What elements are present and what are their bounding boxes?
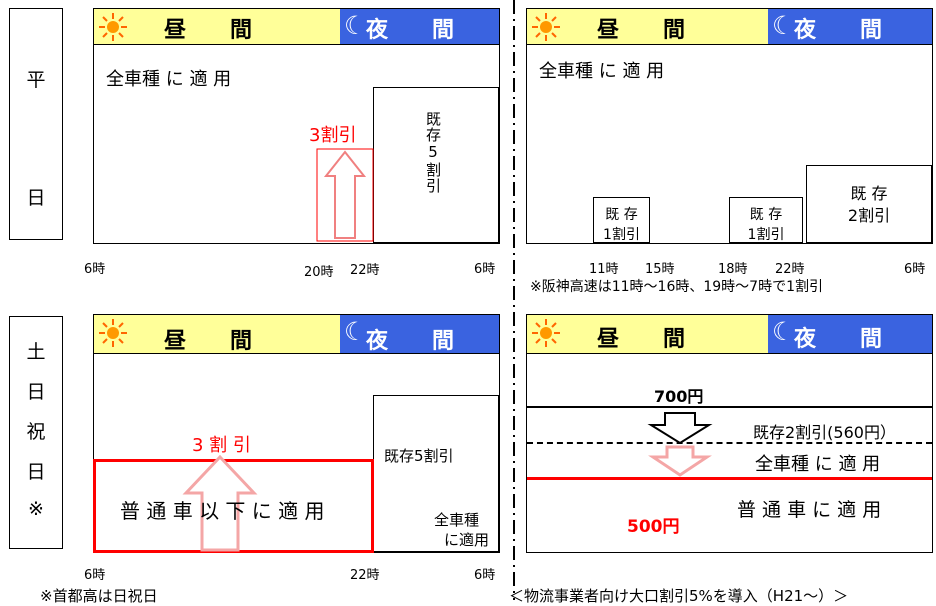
existing-discount-box <box>373 395 499 552</box>
tick-11h: 11時 <box>589 262 619 277</box>
night-label: 夜 間 <box>794 327 883 352</box>
day-header: 昼 間 <box>527 315 768 354</box>
existing-discount-box <box>373 87 499 243</box>
freight-footer-note: ＜物流事業者向け大口割引5%を導入（H21～）＞ <box>509 587 849 605</box>
box-a-line1: 既 存 <box>605 207 638 223</box>
shutoko-note: ※首都高は日祝日 <box>40 587 158 605</box>
tick-6h-start: 6時 <box>84 568 106 583</box>
weekend-char-4: 日 <box>26 461 46 483</box>
night-label: 夜 間 <box>366 18 455 43</box>
box-b-line1: 既 存 <box>749 207 783 223</box>
moon-icon: ☾ <box>344 11 367 40</box>
applies-all-line2: に適用 <box>444 531 490 549</box>
up-arrow-icon <box>316 148 374 242</box>
applies-regular: 普 通 車 に 適 用 <box>737 499 882 521</box>
box-c-line2: 2割引 <box>847 206 891 225</box>
weekend-char-5: ※ <box>28 498 44 520</box>
applies-all-vehicles: 全車種 に 適 用 <box>106 69 232 90</box>
existing-2pct-box: 既 存 2割引 <box>806 165 932 243</box>
discount-label: 3 割 引 <box>192 435 251 456</box>
tick-6h-start: 6時 <box>84 262 106 277</box>
box-a-line2: 1割引 <box>603 227 640 243</box>
existing-560-dashline <box>527 442 932 444</box>
day-label: 昼 間 <box>164 18 253 43</box>
applies-regular-and-below: 普 通 車 以 下 に 適 用 <box>120 499 325 523</box>
down-arrow-icon <box>647 412 713 445</box>
moon-icon: ☾ <box>772 11 795 40</box>
down-arrow-icon <box>648 445 712 477</box>
weekday-side-label: 平 日 <box>9 8 63 240</box>
weekend-char-1: 土 <box>26 341 46 363</box>
weekday-char-1: 平 <box>26 69 46 91</box>
sun-icon <box>532 319 560 347</box>
holiday-general-panel: 昼 間 ☾ 夜 間 既存5割引 全車種 に適用 3 割 引 普 通 車 以 下 … <box>93 314 500 553</box>
applies-all-vehicles: 全車種 に 適 用 <box>755 454 881 475</box>
weekday-freight-panel: 昼 間 ☾ 夜 間 全車種 に 適 用 既 存 1割引 既 存 1割引 既 存 … <box>526 8 933 244</box>
tick-18h: 18時 <box>718 262 748 277</box>
existing-1pct-box-a: 既 存 1割引 <box>593 197 650 243</box>
price-700: 700円 <box>654 387 704 406</box>
hanshin-note: ※阪神高速は11時～16時、19時～7時で1割引 <box>530 279 823 295</box>
existing-560-label: 既存2割引(560円） <box>753 423 896 442</box>
day-header: 昼 間 <box>94 315 340 354</box>
weekend-char-2: 日 <box>26 381 46 403</box>
applies-all-vehicles: 全車種 に 適 用 <box>539 61 665 82</box>
discount-label: 3割引 <box>309 125 357 146</box>
panel-divider <box>513 0 515 600</box>
weekend-side-label: 土 日 祝 日 ※ <box>9 316 63 549</box>
regular-500-line <box>527 477 932 480</box>
up-arrow-icon <box>182 455 258 552</box>
day-header: 昼 間 <box>527 9 768 45</box>
existing-discount-label: 既存5割引 <box>424 111 442 194</box>
night-header: ☾ 夜 間 <box>768 9 932 45</box>
night-header: ☾ 夜 間 <box>340 315 499 354</box>
day-header: 昼 間 <box>94 9 340 45</box>
price-500: 500円 <box>627 517 680 537</box>
night-label: 夜 間 <box>794 18 883 43</box>
tick-6h-end: 6時 <box>474 568 496 583</box>
night-header: ☾ 夜 間 <box>340 9 499 45</box>
day-label: 昼 間 <box>597 18 686 43</box>
night-header: ☾ 夜 間 <box>768 315 932 354</box>
box-b-line2: 1割引 <box>747 227 785 243</box>
tick-22h: 22時 <box>350 263 380 278</box>
existing-discount-band <box>527 406 932 408</box>
box-c-line1: 既 存 <box>850 184 888 203</box>
tick-15h: 15時 <box>645 262 675 277</box>
night-label: 夜 間 <box>366 329 455 354</box>
day-label: 昼 間 <box>164 329 253 354</box>
sun-icon <box>99 319 127 347</box>
sun-icon <box>532 13 560 41</box>
tick-20h: 20時 <box>304 265 334 280</box>
moon-icon: ☾ <box>344 317 367 346</box>
moon-icon: ☾ <box>772 317 795 346</box>
holiday-freight-panel: 昼 間 ☾ 夜 間 700円 既存2割引(560円） 全車種 に 適 用 500… <box>526 314 933 553</box>
sun-icon <box>99 13 127 41</box>
applies-all-line1: 全車種 <box>434 511 480 529</box>
tick-6h-end: 6時 <box>474 262 496 277</box>
weekend-char-3: 祝 <box>26 421 46 443</box>
existing-discount-label: 既存5割引 <box>384 447 454 465</box>
tick-22h: 22時 <box>775 262 805 277</box>
tick-6h-end: 6時 <box>904 262 926 277</box>
weekday-char-2: 日 <box>26 187 46 209</box>
existing-1pct-box-b: 既 存 1割引 <box>729 197 803 243</box>
tick-22h: 22時 <box>350 568 380 583</box>
day-label: 昼 間 <box>597 327 686 352</box>
weekday-general-panel: 昼 間 ☾ 夜 間 全車種 に 適 用 既存5割引 3割引 <box>93 8 500 244</box>
